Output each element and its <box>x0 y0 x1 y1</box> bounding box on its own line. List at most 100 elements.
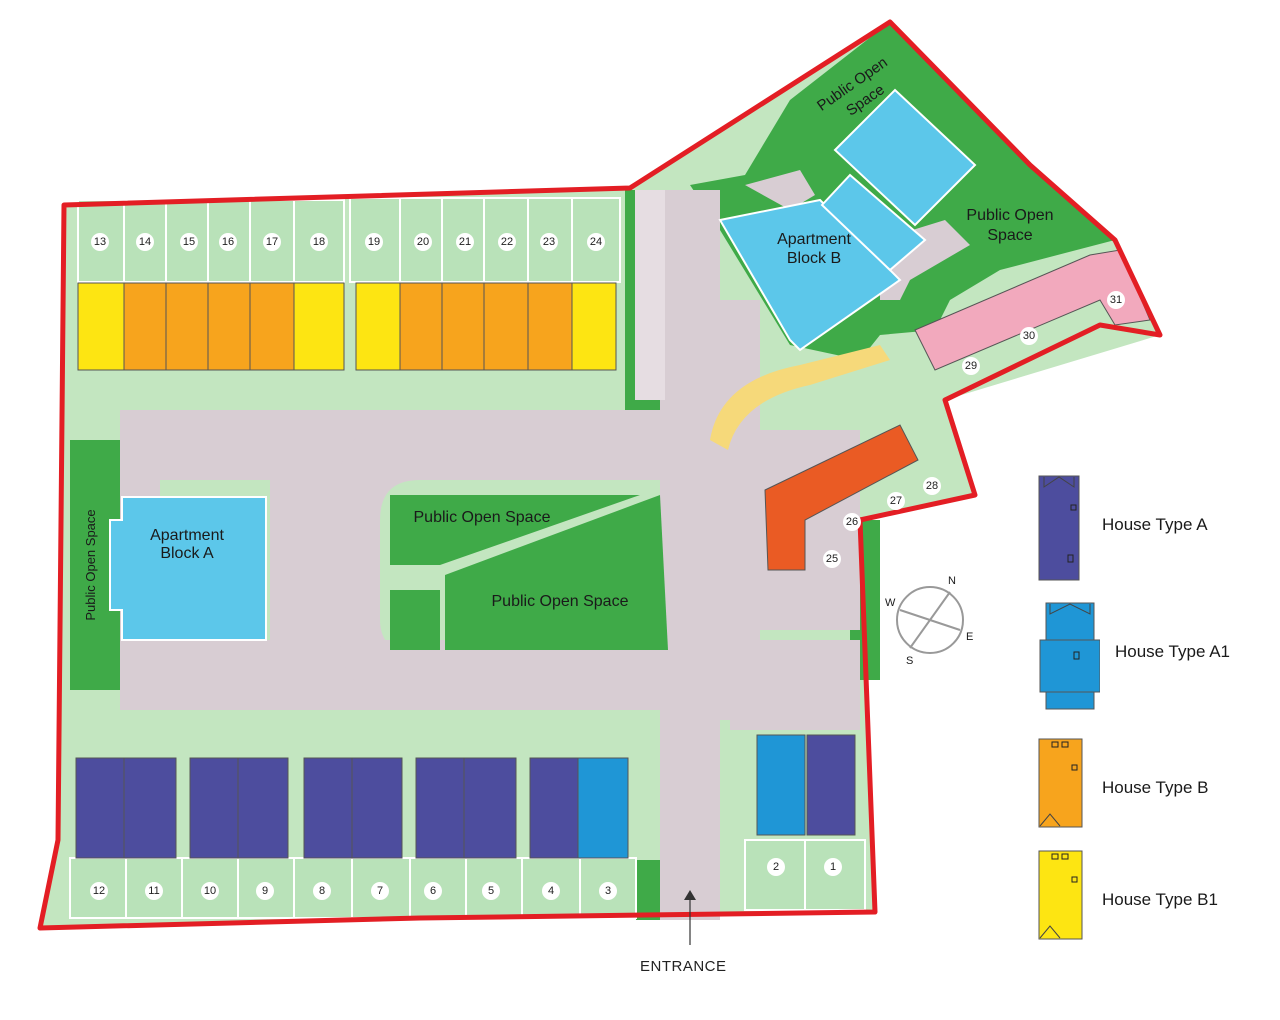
plot-number-3[interactable]: 3 <box>605 885 611 897</box>
top-gardens <box>77 197 621 283</box>
plot-number-2[interactable]: 2 <box>773 861 779 873</box>
plot-number-8[interactable]: 8 <box>319 885 325 897</box>
plot-number-12[interactable]: 12 <box>93 885 105 897</box>
compass-rose: N E S W <box>885 575 973 667</box>
plot-number-17[interactable]: 17 <box>266 236 278 248</box>
plot-number-11[interactable]: 11 <box>148 885 159 897</box>
plot-badge <box>599 882 617 900</box>
compass-s: S <box>906 655 913 667</box>
plot-badge <box>219 233 237 251</box>
plot-number-7[interactable]: 7 <box>377 885 383 897</box>
central-open-space-1 <box>390 495 640 565</box>
yellow-path <box>710 345 890 450</box>
pos-west-label: Public Open Space <box>83 509 98 620</box>
apartment-block-b-label-2: Block B <box>787 250 841 267</box>
plot-number-6[interactable]: 6 <box>430 885 436 897</box>
plot-number-30[interactable]: 30 <box>1023 330 1035 342</box>
apartment-block-a[interactable] <box>109 496 267 641</box>
legend-house-type-b1: House Type B1 <box>1030 850 1270 950</box>
plot-badge <box>365 233 383 251</box>
plot-badge <box>424 882 442 900</box>
plot-badge <box>1107 291 1125 309</box>
plot-badge <box>313 882 331 900</box>
apartment-block-a-label-2: Block A <box>160 545 214 562</box>
plot-number-14[interactable]: 14 <box>139 236 151 248</box>
plot-number-1[interactable]: 1 <box>830 861 836 873</box>
legend-label-house-type-b: House Type B <box>1102 778 1209 797</box>
plot-badge <box>201 882 219 900</box>
central-open-space-3 <box>390 590 440 650</box>
plot-badge <box>136 233 154 251</box>
bottom-houses <box>75 734 856 859</box>
apartment-block-b-link[interactable] <box>820 173 927 272</box>
terrace-25-28[interactable] <box>764 424 919 571</box>
house-type-a-icon <box>1038 475 1080 581</box>
plot-number-13[interactable]: 13 <box>94 236 106 248</box>
plot-number-16[interactable]: 16 <box>222 236 234 248</box>
apartment-block-b-label-1: Apartment <box>777 231 851 248</box>
house-type-b-icon <box>1038 738 1083 828</box>
plot-number-20[interactable]: 20 <box>417 236 429 248</box>
plot-badge <box>887 492 905 510</box>
top-terrace-right <box>355 282 617 371</box>
bottom-gardens <box>69 839 866 919</box>
plot-badge <box>540 233 558 251</box>
plot-badge <box>1020 327 1038 345</box>
plot-number-22[interactable]: 22 <box>501 236 513 248</box>
plot-badge <box>90 882 108 900</box>
plot-number-31[interactable]: 31 <box>1110 294 1122 306</box>
plot-badge <box>145 882 163 900</box>
plot-badge <box>91 233 109 251</box>
plot-number-10[interactable]: 10 <box>204 885 216 897</box>
plot-badge <box>923 477 941 495</box>
plot-badge <box>180 233 198 251</box>
plot-badge <box>843 513 861 531</box>
legend-house-type-a1: House Type A1 <box>1030 602 1270 710</box>
plot-number-23[interactable]: 23 <box>543 236 555 248</box>
plot-number-29[interactable]: 29 <box>965 360 977 372</box>
plot-number-9[interactable]: 9 <box>262 885 268 897</box>
plot-badge <box>823 550 841 568</box>
top-terrace-left <box>77 282 345 371</box>
plot-badge <box>414 233 432 251</box>
plot-badge <box>256 882 274 900</box>
plot-number-27[interactable]: 27 <box>890 495 902 507</box>
legend-label-house-type-a: House Type A <box>1102 515 1208 534</box>
plot-number-5[interactable]: 5 <box>488 885 494 897</box>
entrance-arrow-head <box>684 890 696 900</box>
plot-badge <box>310 233 328 251</box>
plot-number-21[interactable]: 21 <box>459 236 471 248</box>
plot-badge <box>587 233 605 251</box>
pos-ne-label-2: Space <box>987 227 1032 244</box>
apartment-block-b-annex[interactable] <box>833 88 977 227</box>
plot-number-15[interactable]: 15 <box>183 236 195 248</box>
apartment-block-a-label-1: Apartment <box>150 527 224 544</box>
plot-number-24[interactable]: 24 <box>590 236 602 248</box>
house-type-b1-icon <box>1038 850 1083 940</box>
plot-number-4[interactable]: 4 <box>548 885 554 897</box>
plot-badge <box>498 233 516 251</box>
plot-number-18[interactable]: 18 <box>313 236 325 248</box>
terrace-29-31[interactable] <box>914 249 1151 371</box>
legend-house-type-a: House Type A <box>1030 475 1270 581</box>
plot-badge <box>456 233 474 251</box>
plot-badge <box>482 882 500 900</box>
plot-number-25[interactable]: 25 <box>826 553 838 565</box>
pos-ne-label-1: Public Open <box>966 207 1053 224</box>
plot-number-19[interactable]: 19 <box>368 236 380 248</box>
plot-badge <box>371 882 389 900</box>
legend-house-type-b: House Type B <box>1030 738 1270 838</box>
site-boundary <box>37 19 1163 931</box>
compass-e: E <box>966 631 973 643</box>
plot-number-26[interactable]: 26 <box>846 516 858 528</box>
central-open-space-2 <box>445 495 668 650</box>
plot-badge <box>542 882 560 900</box>
plot-badge <box>962 357 980 375</box>
compass-n: N <box>948 575 956 587</box>
house-type-a1-icon <box>1039 602 1100 710</box>
plot-badge <box>824 858 842 876</box>
plot-badge <box>767 858 785 876</box>
plot-number-28[interactable]: 28 <box>926 480 938 492</box>
